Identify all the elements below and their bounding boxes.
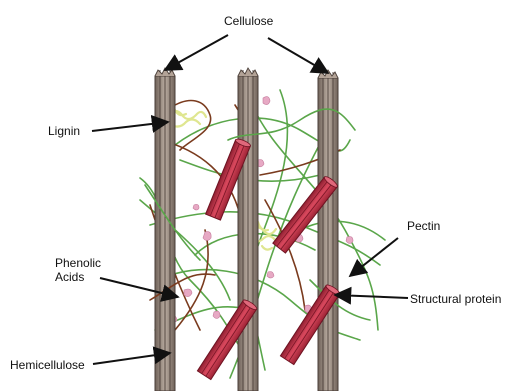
cellulose-fiber-left [155,68,175,391]
structural-protein-label: Structural protein [410,292,501,306]
cellulose-arrow-right [268,38,328,73]
phenolic-acids-label-line2: Acids [55,270,101,284]
cellulose-fiber-right [318,70,338,391]
pectin-arrow [350,238,398,276]
phenolic-acids-label: Phenolic Acids [55,256,101,284]
cellulose-arrow-left [165,35,228,70]
phenolic-acids-label-line1: Phenolic [55,256,101,270]
cellulose-fiber-middle [238,68,258,391]
cellulose-label: Cellulose [224,14,273,28]
structural-protein-arrow [335,295,408,298]
lignin-label: Lignin [48,124,80,138]
pectin-label: Pectin [407,219,440,233]
hemicellulose-label: Hemicellulose [10,358,85,372]
